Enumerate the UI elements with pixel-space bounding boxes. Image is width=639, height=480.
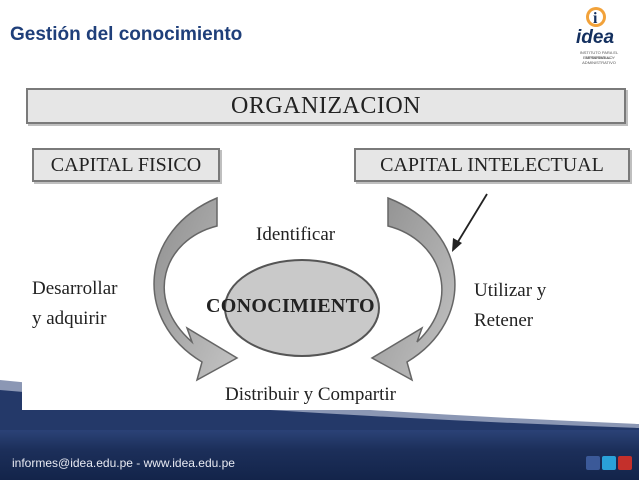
slide-title: Gestión del conocimiento	[10, 24, 243, 45]
footer-contact: informes@idea.edu.pe - www.idea.edu.pe	[12, 456, 235, 470]
youtube-icon[interactable]	[618, 456, 632, 470]
capital-intelectual-box: CAPITAL INTELECTUAL	[354, 148, 630, 182]
pointer-line	[455, 193, 488, 246]
logo-subtitle-2: EMPRESARIAL Y ADMINISTRATIVO	[582, 55, 616, 65]
facebook-icon[interactable]	[586, 456, 600, 470]
label-desarrollar: Desarrollar	[32, 278, 118, 299]
label-retener: Retener	[474, 310, 534, 331]
logo-wordmark: idea	[576, 27, 615, 48]
label-distribuir: Distribuir y Compartir	[225, 384, 396, 405]
knowledge-ellipse	[224, 259, 380, 357]
logo-subtitle-1: INSTITUTO PARA EL DESARROLLO	[579, 50, 619, 60]
left-cycle-arrow	[153, 196, 239, 382]
label-adquirir: y adquirir	[32, 308, 107, 329]
organizacion-box: ORGANIZACION	[26, 88, 626, 124]
capital-fisico-box: CAPITAL FISICO	[32, 148, 220, 182]
svg-text:i: i	[593, 10, 598, 27]
twitter-icon[interactable]	[602, 456, 616, 470]
diagram-shapes	[153, 193, 488, 382]
label-conocimiento: CONOCIMIENTO	[206, 295, 375, 317]
label-utilizar: Utilizar y	[474, 280, 547, 301]
pointer-arrowhead	[452, 238, 462, 252]
right-cycle-arrow	[370, 196, 456, 382]
footer-wave	[0, 380, 639, 432]
diagram-panel: ORGANIZACION CAPITAL FISICO CAPITAL INTE…	[22, 80, 634, 410]
idea-logo-icon: i	[586, 7, 606, 27]
footer-bar	[0, 430, 639, 480]
label-identificar: Identificar	[256, 224, 336, 245]
